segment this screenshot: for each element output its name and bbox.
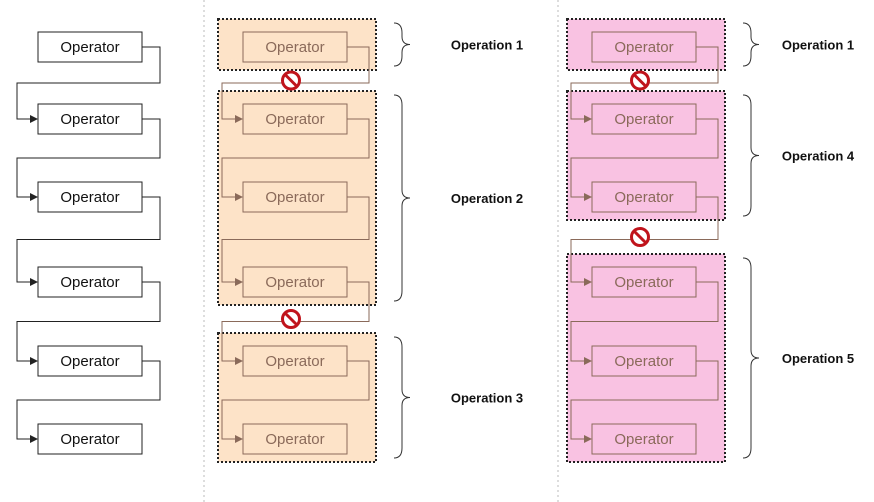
pink-group-label-2: Operation 4 [782,149,855,164]
orange-flow-arrow-3 [221,196,370,282]
orange-group-label-3: Operation 3 [451,391,523,406]
pink-operator-box-4-label: Operator [614,274,673,291]
operator-box-seq-3 [37,181,143,213]
orange-flow-arrow-4 [221,281,370,361]
orange-operator-box-1-label: Operator [265,39,324,56]
pink-flow-arrow-3 [570,196,719,282]
pink-flow-arrow-2 [570,118,719,197]
pink-operator-box-2-label: Operator [614,111,673,128]
pink-operator-box-6-label: Operator [614,431,673,448]
orange-brace-2 [393,94,411,302]
pink-group-label-1: Operation 1 [782,38,854,53]
pink-operator-box-1-label: Operator [614,39,673,56]
operator-box-seq-6-label: Operator [60,431,119,448]
orange-operator-box-2-label: Operator [265,111,324,128]
operator-box-seq-1-label: Operator [60,39,119,56]
pink-brace-2 [742,94,760,217]
pink-flow-arrow-4 [570,281,719,361]
orange-brace-1 [393,22,411,67]
orange-no-entry-icon-1-bar [284,73,298,88]
orange-brace-3 [393,336,411,459]
orange-no-entry-icon-2-bar [284,312,298,326]
flow-arrow-seq-5 [16,360,161,439]
operator-box-seq-2 [37,103,143,135]
operator-box-seq-2-label: Operator [60,111,119,128]
orange-group-label-1: Operation 1 [451,38,523,53]
orange-operator-box-6 [242,423,348,455]
flow-arrow-seq-4 [16,281,161,361]
flow-arrow-seq-3 [16,196,161,282]
pink-flow-arrow-1 [570,46,719,119]
orange-operator-box-4-label: Operator [265,274,324,291]
orange-flow-arrow-1 [221,46,370,119]
pink-operator-box-5-label: Operator [614,353,673,370]
orange-flow-arrow-5 [221,360,370,439]
pink-no-entry-icon-1-bar [633,73,647,88]
flow-arrow-seq-1 [16,46,161,119]
flow-arrow-seq-2 [16,118,161,197]
operator-box-seq-6 [37,423,143,455]
operator-box-seq-1 [37,31,143,63]
operator-box-seq-4-label: Operator [60,274,119,291]
operator-box-seq-5 [37,345,143,377]
pink-operator-box-6 [591,423,697,455]
orange-flow-arrow-2 [221,118,370,197]
pink-flow-arrow-5 [570,360,719,439]
orange-operator-box-3-label: Operator [265,189,324,206]
pink-group-label-3: Operation 5 [782,351,854,366]
pink-operator-box-3-label: Operator [614,189,673,206]
operator-box-seq-3-label: Operator [60,189,119,206]
pink-brace-1 [742,22,760,67]
pink-brace-3 [742,257,760,459]
orange-operator-box-6-label: Operator [265,431,324,448]
operator-box-seq-5-label: Operator [60,353,119,370]
orange-operator-box-5-label: Operator [265,353,324,370]
pink-no-entry-icon-2-bar [633,230,647,244]
orange-group-label-2: Operation 2 [451,191,523,206]
